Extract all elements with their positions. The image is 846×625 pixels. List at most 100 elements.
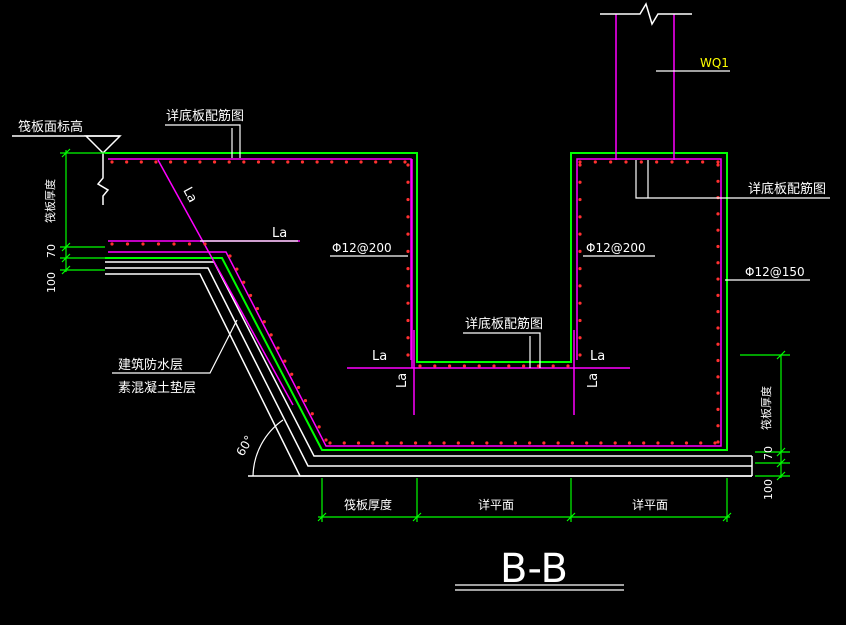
rebar-dot bbox=[388, 160, 392, 164]
rebar-dot bbox=[556, 441, 560, 445]
rebar-dot bbox=[613, 441, 617, 445]
rebar-dot bbox=[227, 160, 231, 164]
rebar-dot bbox=[248, 293, 253, 298]
rebar-dot bbox=[670, 160, 674, 164]
rebar-dot bbox=[716, 244, 720, 249]
rebar-dot bbox=[578, 267, 582, 271]
cushion-layers bbox=[12, 135, 753, 477]
rebar-dot bbox=[578, 232, 582, 236]
rebar-dot bbox=[499, 441, 503, 445]
rebar-dot bbox=[670, 441, 674, 445]
label-la-top: La bbox=[272, 226, 287, 241]
rebar-dot bbox=[578, 336, 582, 340]
rebar-dot bbox=[242, 280, 246, 284]
rebar-dot bbox=[716, 391, 720, 395]
wall-break bbox=[600, 2, 692, 26]
rebar-dot bbox=[624, 160, 628, 164]
waterproof-line bbox=[105, 261, 752, 457]
label-raft-thickness-left: 筏板厚度 bbox=[43, 179, 57, 223]
rebar-dot bbox=[406, 197, 410, 202]
rebar-diag bbox=[157, 159, 294, 406]
rebar-dot bbox=[125, 160, 129, 164]
label-la-diag: La bbox=[179, 185, 199, 205]
dimension-lines bbox=[60, 148, 790, 522]
rebar-dot bbox=[716, 277, 720, 281]
rebar-dot bbox=[716, 375, 720, 379]
label-see-slab-rebar-right: 详底板配筋图 bbox=[748, 181, 826, 197]
rebar-dot bbox=[406, 353, 410, 357]
rebar-dot bbox=[578, 301, 582, 305]
rebar-dot bbox=[406, 215, 410, 219]
rebar-dot bbox=[296, 385, 301, 390]
rebar-dot bbox=[242, 160, 246, 164]
rebar-dot bbox=[699, 441, 703, 445]
rebar-dot bbox=[585, 441, 589, 445]
rebar-dot bbox=[716, 326, 720, 330]
leader-waterproof bbox=[112, 319, 238, 374]
rebar-dot bbox=[578, 215, 582, 219]
rebar-dot bbox=[139, 160, 143, 164]
rebar-dot bbox=[448, 364, 452, 368]
rebar-right bbox=[108, 158, 722, 447]
rebar-dot bbox=[303, 398, 308, 403]
rebar-dot bbox=[212, 160, 217, 164]
rebar-dot bbox=[716, 160, 720, 164]
rebar-dot bbox=[701, 160, 705, 164]
rebar-dot bbox=[406, 163, 410, 167]
rebar-dot bbox=[655, 160, 659, 164]
rebar-dot bbox=[716, 342, 720, 346]
rebar-dot bbox=[256, 160, 261, 164]
rebar-dot bbox=[269, 333, 273, 337]
rebar-dot bbox=[156, 242, 161, 246]
label-concrete-cushion: 素混凝土垫层 bbox=[118, 380, 196, 396]
rebar-dot bbox=[235, 267, 239, 271]
rebar-dot bbox=[406, 318, 410, 323]
rebar-dot bbox=[477, 364, 481, 368]
label-rebar-middle: Φ12@200 bbox=[586, 241, 646, 255]
label-slope-angle: 60° bbox=[233, 433, 256, 458]
rebar-dot bbox=[433, 364, 437, 368]
rebar-dot bbox=[713, 441, 717, 445]
rebar-dot bbox=[406, 249, 410, 253]
rebar-dot bbox=[290, 372, 294, 376]
rebar-dot bbox=[716, 310, 720, 314]
rebar-dot bbox=[685, 160, 689, 164]
rebar-dot bbox=[716, 407, 720, 412]
rebar-dot bbox=[578, 197, 582, 202]
cushion-line-1 bbox=[105, 267, 752, 467]
rebar-dot bbox=[359, 160, 363, 164]
rebar-dot bbox=[374, 160, 378, 164]
leader-mid bbox=[463, 332, 541, 368]
rebar-dot bbox=[716, 179, 720, 183]
rebar-dot bbox=[169, 160, 173, 164]
leader-right bbox=[635, 160, 830, 199]
rebar-dot bbox=[141, 242, 145, 246]
rebar-dot bbox=[428, 441, 432, 445]
rebar-dot bbox=[456, 441, 460, 445]
rebar-dot bbox=[578, 160, 582, 164]
label-dim-70-left: 70 bbox=[45, 244, 58, 258]
label-dim-70-right: 70 bbox=[762, 446, 775, 460]
label-see-slab-rebar-mid: 详底板配筋图 bbox=[465, 316, 543, 332]
rebar-dot bbox=[403, 160, 407, 164]
rebar-dot bbox=[566, 364, 570, 368]
rebar-dot bbox=[342, 441, 346, 445]
label-rebar-right: Φ12@150 bbox=[745, 265, 805, 279]
label-waterproof: 建筑防水层 bbox=[118, 357, 183, 373]
rebar-dot bbox=[609, 160, 613, 164]
rebar-dot bbox=[203, 242, 207, 246]
leader-top bbox=[165, 124, 241, 158]
rebar-dot bbox=[716, 228, 720, 232]
rebar-dot bbox=[578, 249, 582, 253]
rebars bbox=[108, 14, 722, 447]
rebar-dot bbox=[310, 412, 314, 416]
label-see-slab-rebar-top: 详底板配筋图 bbox=[166, 108, 244, 124]
label-la-mid-right-v: La bbox=[586, 373, 601, 388]
rebar-dot bbox=[716, 261, 720, 265]
rebar-dot bbox=[413, 441, 418, 445]
rebar-dot bbox=[642, 441, 646, 445]
rebar-dot bbox=[542, 441, 546, 445]
rebar-dot bbox=[276, 346, 280, 350]
slab-outline bbox=[105, 152, 728, 451]
rebar-dot bbox=[551, 364, 555, 368]
